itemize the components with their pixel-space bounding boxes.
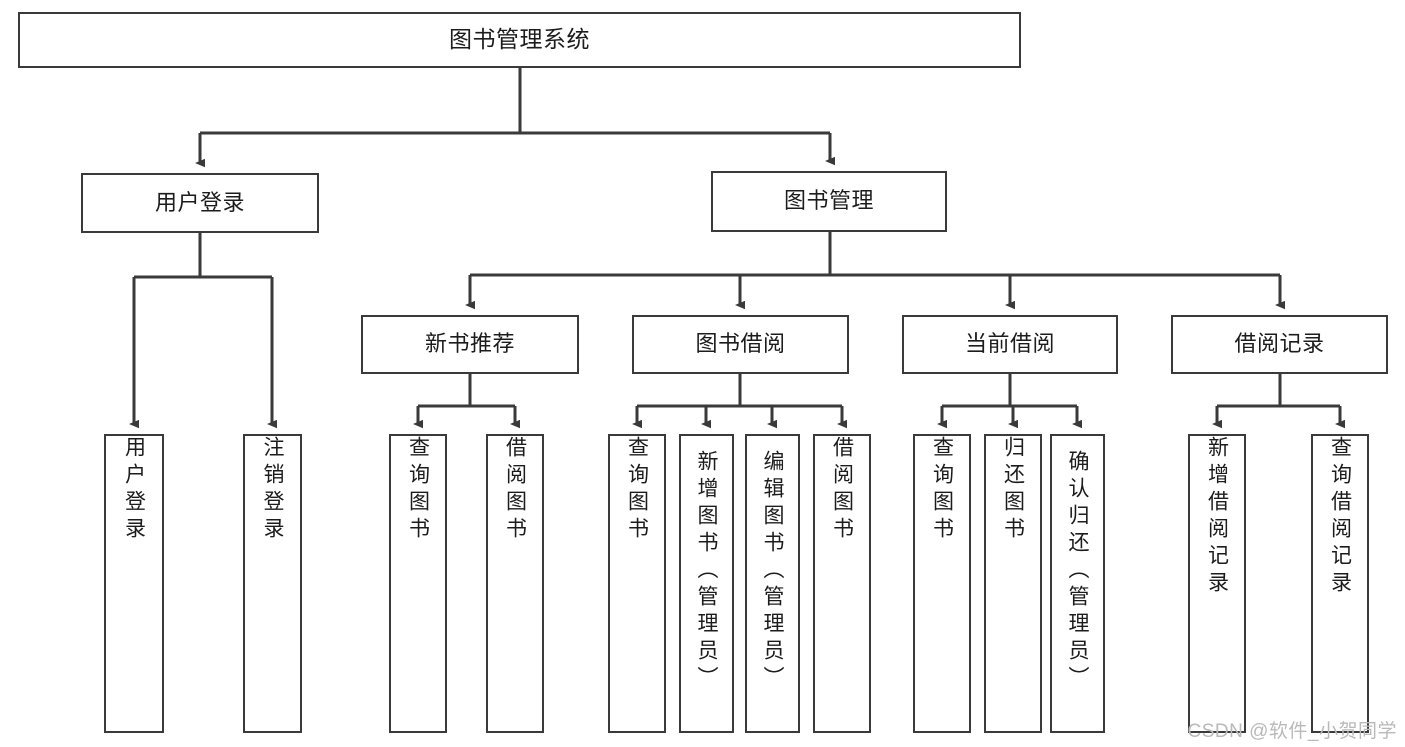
node-leaf-7[interactable]: 借阅图书 bbox=[813, 434, 871, 733]
node-label: 编辑图书（管理员） bbox=[761, 450, 784, 693]
node-leaf-1[interactable]: 注销登录 bbox=[243, 434, 302, 733]
node-level3-3[interactable]: 借阅记录 bbox=[1171, 315, 1388, 374]
node-leaf-11[interactable]: 新增借阅记录 bbox=[1188, 434, 1246, 733]
node-leaf-12[interactable]: 查询借阅记录 bbox=[1311, 434, 1369, 733]
node-leaf-4[interactable]: 查询图书 bbox=[608, 434, 666, 733]
node-leaf-2[interactable]: 查询图书 bbox=[389, 434, 447, 733]
node-label: 查询图书 bbox=[930, 436, 954, 544]
node-label: 图书借阅 bbox=[695, 331, 786, 357]
node-label: 借阅图书 bbox=[830, 436, 854, 544]
node-leaf-3[interactable]: 借阅图书 bbox=[486, 434, 544, 733]
node-label: 借阅记录 bbox=[1234, 331, 1325, 357]
node-leaf-8[interactable]: 查询图书 bbox=[913, 434, 971, 733]
node-leaf-9[interactable]: 归还图书 bbox=[984, 434, 1042, 733]
node-leaf-0[interactable]: 用户登录 bbox=[104, 434, 164, 733]
node-label: 新书推荐 bbox=[424, 331, 515, 357]
node-label: 新增借阅记录 bbox=[1205, 436, 1229, 598]
node-label: 用户登录 bbox=[154, 189, 245, 215]
node-level2-1[interactable]: 图书管理 bbox=[711, 171, 947, 232]
node-label: 查询图书 bbox=[406, 436, 430, 544]
node-leaf-5[interactable]: 新增图书（管理员） bbox=[679, 434, 734, 733]
watermark: CSDN @软件_小贺同学 bbox=[1187, 721, 1397, 742]
node-label: 当前借阅 bbox=[964, 331, 1055, 357]
node-label: 确认归还（管理员） bbox=[1066, 450, 1089, 693]
node-label: 新增图书（管理员） bbox=[695, 450, 718, 693]
node-label: 借阅图书 bbox=[503, 436, 527, 544]
node-label: 归还图书 bbox=[1001, 436, 1025, 544]
node-leaf-6[interactable]: 编辑图书（管理员） bbox=[745, 434, 800, 733]
node-level3-1[interactable]: 图书借阅 bbox=[632, 315, 849, 374]
node-level3-2[interactable]: 当前借阅 bbox=[902, 315, 1118, 374]
node-label: 图书管理系统 bbox=[449, 26, 590, 53]
node-label: 用户登录 bbox=[122, 436, 146, 544]
node-leaf-10[interactable]: 确认归还（管理员） bbox=[1050, 434, 1105, 733]
node-level2-0[interactable]: 用户登录 bbox=[81, 173, 319, 233]
node-label: 注销登录 bbox=[261, 436, 284, 544]
node-label: 图书管理 bbox=[783, 188, 874, 214]
node-root[interactable]: 图书管理系统 bbox=[18, 12, 1021, 68]
node-level3-0[interactable]: 新书推荐 bbox=[361, 315, 579, 374]
node-label: 查询借阅记录 bbox=[1328, 436, 1352, 598]
node-label: 查询图书 bbox=[625, 436, 649, 544]
